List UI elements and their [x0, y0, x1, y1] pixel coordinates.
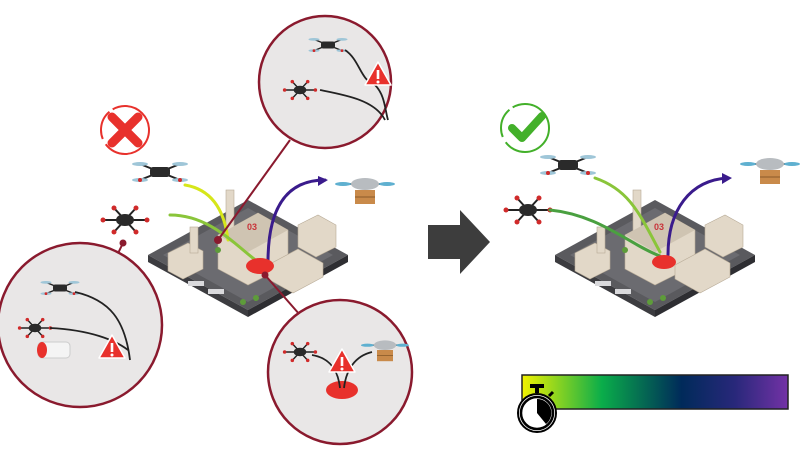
- time-colorbar: [517, 374, 789, 433]
- quadcopter-drone: [539, 154, 597, 176]
- hexacopter-drone: [99, 204, 151, 236]
- after-scene: 03: [500, 103, 801, 318]
- cargo-drone: [334, 177, 396, 205]
- stopwatch-icon: [517, 384, 557, 433]
- flight-paths: [548, 173, 732, 258]
- building-label: 03: [247, 222, 257, 232]
- check-icon: [508, 112, 546, 142]
- callout-landing-conflict: [261, 271, 414, 446]
- callout-route-conflict: [214, 14, 393, 244]
- flight-paths: [168, 176, 328, 264]
- landing-zone: [652, 255, 676, 269]
- success-badge: [500, 103, 550, 153]
- building-label: 03: [654, 222, 664, 232]
- callout-obstacle: [0, 239, 164, 409]
- fail-badge: [100, 105, 150, 155]
- hexacopter-drone: [502, 194, 554, 226]
- before-scene: 03: [0, 14, 414, 446]
- x-icon: [107, 112, 143, 148]
- quadcopter-drone: [131, 161, 189, 183]
- cargo-drone: [739, 157, 801, 185]
- transition-arrow: [428, 210, 490, 274]
- conflict-zone: [246, 258, 274, 274]
